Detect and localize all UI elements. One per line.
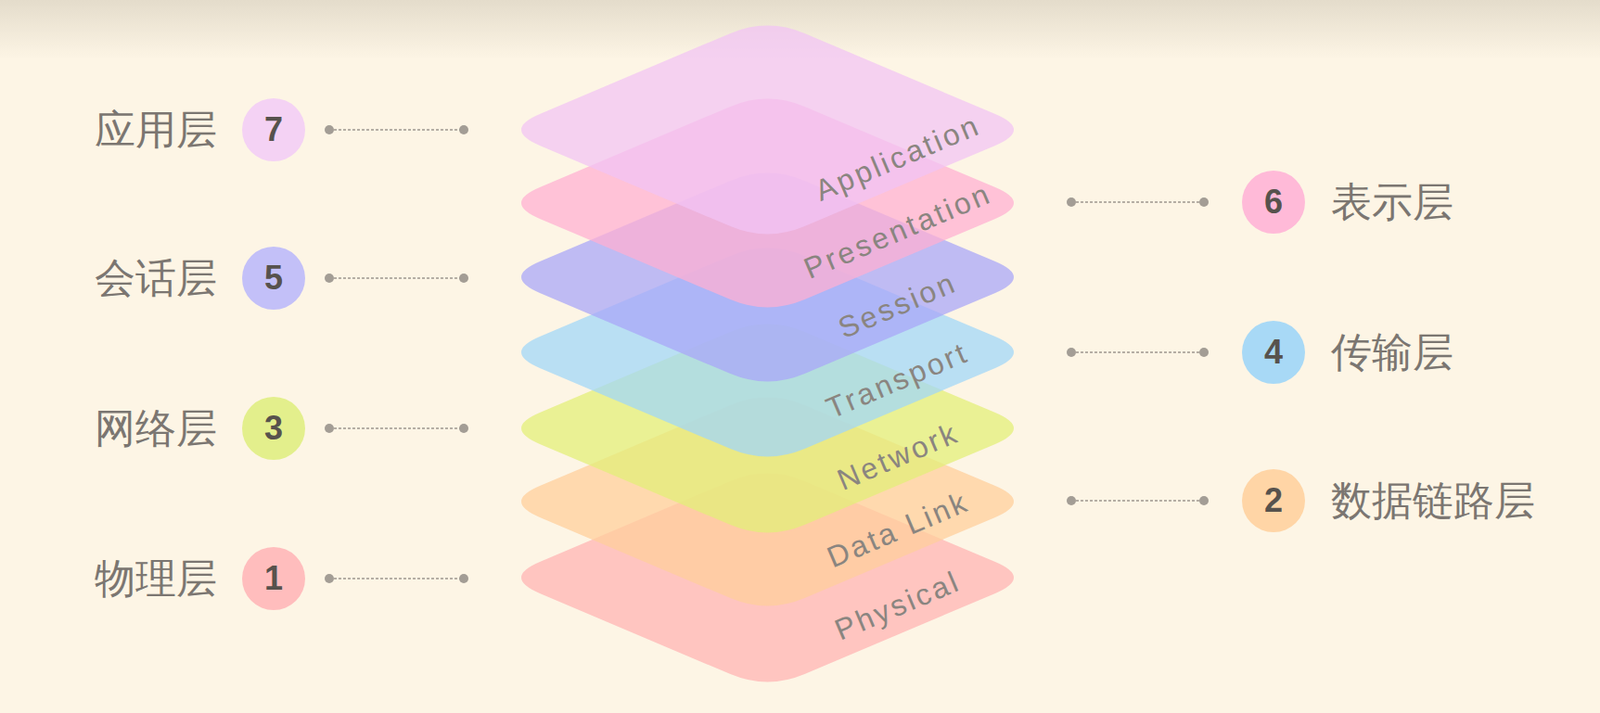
callout-number: 1 xyxy=(264,562,283,596)
leader-line xyxy=(324,423,469,434)
layer-number-badge: 3 xyxy=(242,396,306,461)
layer-label: 会话层 xyxy=(94,256,218,301)
leader-dot xyxy=(1066,347,1076,358)
layer-label: 网络层 xyxy=(94,406,218,451)
leader-dot xyxy=(324,273,334,283)
leader-dash xyxy=(1071,499,1204,502)
leader-dot xyxy=(1199,197,1209,207)
leader-line xyxy=(324,125,469,135)
callout-number: 2 xyxy=(1264,484,1283,518)
callout-number: 7 xyxy=(264,113,283,147)
layer-label: 表示层 xyxy=(1331,179,1454,225)
callout-number: 4 xyxy=(1264,335,1283,370)
leader-dot xyxy=(1199,496,1209,506)
leader-dash xyxy=(329,427,464,430)
layer-plate-shape xyxy=(521,25,1014,234)
leader-dot xyxy=(459,273,469,283)
leader-line xyxy=(324,574,469,584)
leader-dot xyxy=(324,423,334,434)
leader-line xyxy=(1066,347,1209,358)
callout-number: 3 xyxy=(264,411,283,446)
callout-number: 6 xyxy=(1264,185,1283,219)
leader-dash xyxy=(1071,201,1204,204)
leader-dot xyxy=(324,125,334,135)
leader-line xyxy=(1066,197,1209,207)
layer-label: 数据链路层 xyxy=(1331,478,1536,524)
leader-line xyxy=(324,273,469,283)
leader-dot xyxy=(459,574,469,584)
layer-number-badge: 7 xyxy=(242,98,306,162)
leader-line xyxy=(1066,496,1209,506)
leader-dot xyxy=(459,125,469,135)
leader-dot xyxy=(1066,496,1076,506)
layer-number-badge: 4 xyxy=(1241,320,1306,384)
layer-number-badge: 6 xyxy=(1241,170,1306,234)
leader-dash xyxy=(329,577,464,580)
layer-label: 物理层 xyxy=(94,556,218,602)
leader-dash xyxy=(329,128,464,131)
layer-label: 应用层 xyxy=(94,107,218,153)
leader-dash xyxy=(329,277,464,280)
leader-dot xyxy=(459,423,469,434)
layer-number-badge: 2 xyxy=(1241,469,1306,533)
layer-number-badge: 1 xyxy=(242,547,306,611)
callout-number: 5 xyxy=(264,261,283,295)
leader-dot xyxy=(1066,197,1076,207)
leader-dash xyxy=(1071,351,1204,354)
leader-dot xyxy=(1199,347,1209,358)
leader-dot xyxy=(324,574,334,584)
layer-label: 传输层 xyxy=(1331,330,1454,375)
layer-number-badge: 5 xyxy=(242,246,306,310)
